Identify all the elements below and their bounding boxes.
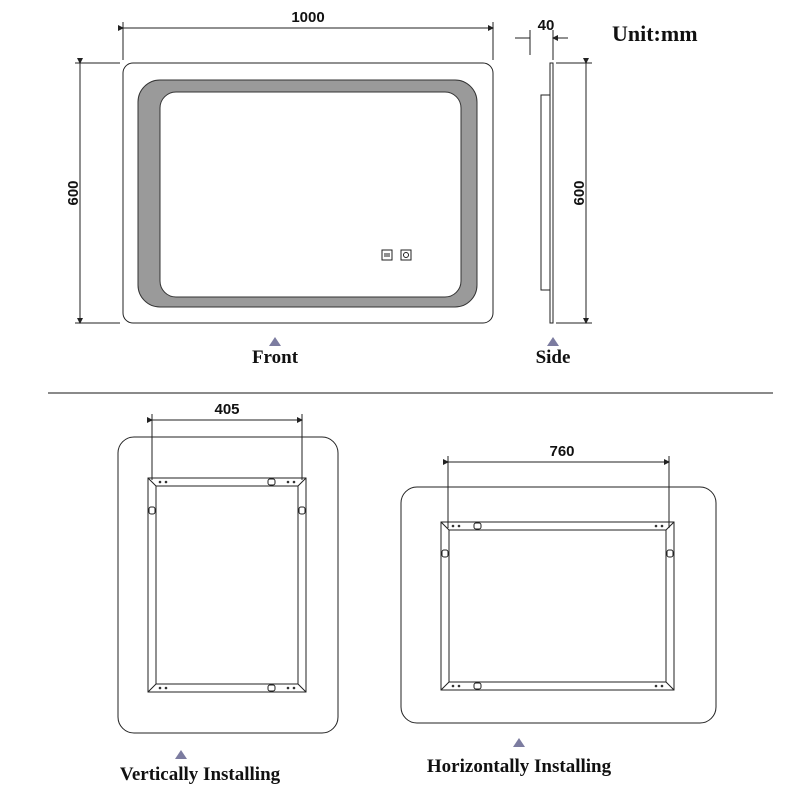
mirror-outline — [117, 436, 339, 734]
vertical-caption: Vertically Installing — [120, 764, 281, 785]
side-depth-label: 40 — [538, 17, 555, 34]
front-view: 1000 600 Front — [65, 9, 494, 368]
vertical-install-view: 405 Vertically Installing — [117, 401, 339, 785]
side-height-label: 600 — [571, 180, 588, 205]
side-view: 40 600 Side — [515, 17, 592, 368]
triangle-marker-icon — [547, 337, 559, 346]
dimmer-icon — [381, 249, 393, 261]
mounting-frame — [147, 477, 307, 693]
vertical-spacing-label: 405 — [214, 401, 239, 418]
horizontal-caption: Horizontally Installing — [427, 756, 612, 777]
side-backbox — [540, 94, 551, 291]
front-width-label: 1000 — [291, 9, 324, 26]
side-caption: Side — [536, 347, 571, 368]
horizontal-spacing-label: 760 — [549, 443, 574, 460]
triangle-marker-icon — [175, 750, 187, 759]
mirror-glass — [159, 91, 462, 298]
front-caption: Front — [252, 347, 299, 368]
mounting-frame — [440, 521, 675, 691]
unit-label: Unit:mm — [612, 21, 698, 46]
front-height-label: 600 — [65, 180, 82, 205]
power-icon — [400, 249, 412, 261]
horizontal-install-view: 760 Horizontally Installing — [400, 443, 717, 777]
mirror-outline — [122, 62, 494, 324]
triangle-marker-icon — [513, 738, 525, 747]
triangle-marker-icon — [269, 337, 281, 346]
mirror-outline — [400, 486, 717, 724]
